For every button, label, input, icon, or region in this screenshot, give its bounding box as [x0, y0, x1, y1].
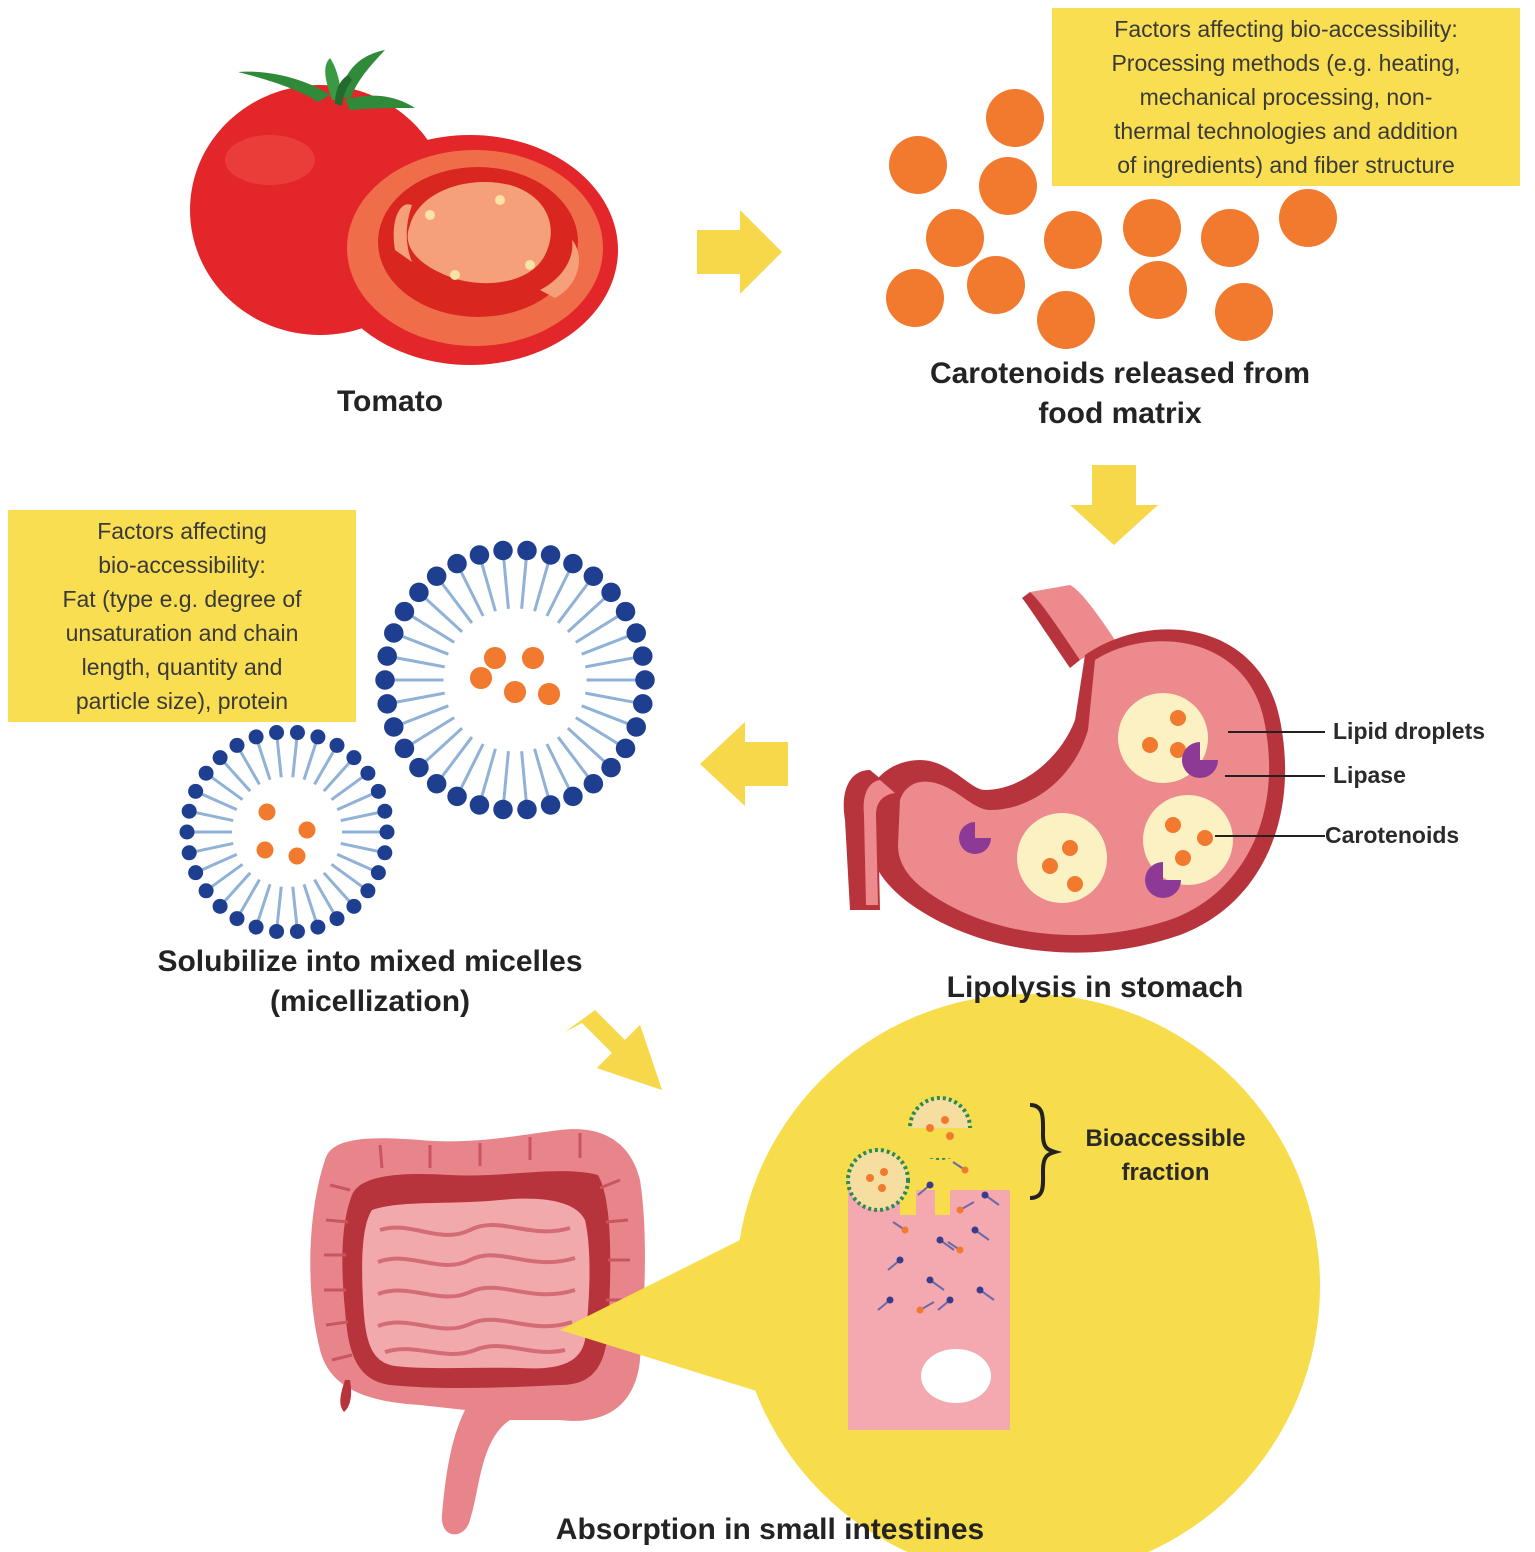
bioaccessible-line: Bioaccessible [1085, 1125, 1246, 1152]
factor-line: of ingredients) and fiber structure [1117, 152, 1455, 178]
micelle-small [179, 725, 395, 939]
factor-line: length, quantity and [81, 654, 283, 680]
factor-line: Processing methods (e.g. heating, [1111, 50, 1461, 76]
micelles-caption: Solubilize into mixed micelles (micelliz… [80, 942, 660, 1022]
release-caption: Carotenoids released from food matrix [860, 354, 1380, 434]
factor-line: bio-accessibility: [98, 552, 266, 578]
micelle-illustration [179, 540, 655, 939]
carotenoid-particles [886, 89, 1337, 349]
factor-box-fat: Factors affecting bio-accessibility: Fat… [8, 510, 356, 722]
arrow-right [697, 210, 782, 294]
absorption-caption: Absorption in small intestines [555, 1513, 985, 1546]
bioaccessible-fraction-label: Bioaccessible fraction [1058, 1122, 1273, 1190]
intestine-illustration [310, 1129, 645, 1535]
stomach-caption: Lipolysis in stomach [946, 971, 1244, 1004]
zoom-bubble [560, 994, 1320, 1552]
bioaccessible-line: fraction [1121, 1159, 1210, 1186]
arrow-down [1070, 465, 1158, 545]
factor-line: mechanical processing, non- [1139, 84, 1433, 110]
factor-line: Factors affecting bio-accessibility: [1114, 16, 1458, 42]
release-caption-line: Carotenoids released from [929, 357, 1311, 390]
micelles-caption-line: Solubilize into mixed micelles [157, 945, 583, 978]
factor-line: Fat (type e.g. degree of [62, 586, 302, 612]
micelle-large [375, 540, 655, 820]
release-caption-line: food matrix [1038, 397, 1202, 430]
arrow-left [700, 722, 788, 806]
factor-line: particle size), protein [75, 688, 289, 714]
stomach-illustration [843, 585, 1325, 953]
callout-lipid-droplets: Lipid droplets [1333, 718, 1486, 744]
callout-lipase: Lipase [1333, 762, 1406, 788]
tomato-illustration [190, 50, 618, 365]
factor-line: Factors affecting [97, 518, 267, 544]
tomato-caption: Tomato [336, 385, 444, 418]
factor-box-processing: Factors affecting bio-accessibility: Pro… [1052, 8, 1520, 186]
factor-line: unsaturation and chain [65, 620, 299, 646]
micelles-caption-line: (micellization) [269, 985, 471, 1018]
callout-carotenoids: Carotenoids [1325, 822, 1460, 848]
factor-line: thermal technologies and addition [1114, 118, 1458, 144]
